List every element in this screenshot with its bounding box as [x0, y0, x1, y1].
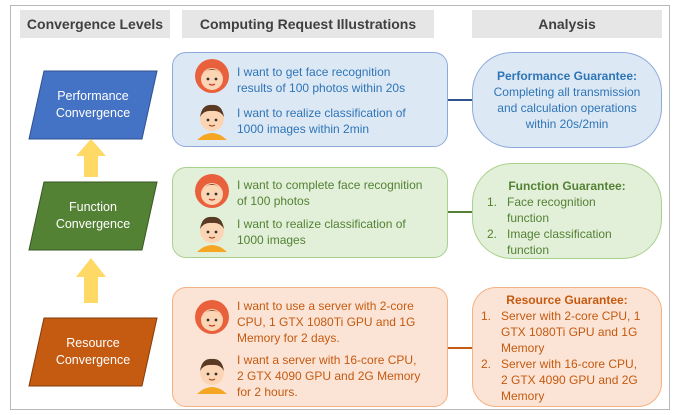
resource-req2-line3: for 2 hours.: [237, 385, 298, 399]
function-item-num: 1.: [487, 195, 498, 209]
up-arrow-icon: [76, 258, 106, 303]
resource-guarantee-item: 1. Server with 2-core CPU, 1 GTX 1080Ti G…: [481, 308, 647, 356]
resource-guarantee-item: 2. Server with 16-core CPU, 2 GTX 4090 GP…: [481, 356, 647, 404]
level-performance-line1: Performance: [57, 89, 129, 103]
performance-guarantee-line1: Completing all transmission: [493, 85, 641, 99]
girl-avatar-icon: [195, 59, 229, 93]
resource-guarantee-title: Resource Guarantee:: [506, 293, 628, 307]
resource-parallelogram: [28, 317, 158, 387]
level-resource-line2: Convergence: [55, 353, 131, 367]
performance-connector: [448, 99, 472, 101]
resource-analysis: Resource Guarantee: 1. Server with 2-core…: [472, 287, 662, 407]
resource-item-text: Server with 16-core CPU, 2 GTX 4090 GPU …: [501, 357, 638, 403]
performance-req1-line1: I want to get face recognition: [237, 65, 391, 79]
performance-request-box: I want to get face recognition results of…: [172, 52, 448, 147]
resource-req2-line1: I want a server with 16-core CPU,: [237, 353, 417, 367]
header-analysis: Analysis: [472, 10, 662, 38]
header-convergence-levels: Convergence Levels: [20, 10, 170, 38]
up-arrow-icon: [76, 139, 106, 177]
function-request-box: I want to complete face recognition of 10…: [172, 167, 448, 258]
function-guarantee-title: Function Guarantee:: [508, 179, 626, 193]
performance-req2-line1: I want to realize classification of: [237, 106, 406, 120]
performance-req1-line2: results of 100 photos within 20s: [237, 81, 406, 95]
function-req2-line2: 1000 images: [237, 233, 306, 247]
performance-parallelogram: [28, 70, 158, 140]
resource-req1-line1: I want to use a server with 2-core: [237, 299, 414, 313]
function-req1-line1: I want to complete face recognition: [237, 178, 423, 192]
function-analysis: Function Guarantee: 1. Face recognition f…: [472, 163, 662, 259]
girl-avatar-icon: [195, 174, 229, 208]
performance-req2-line2: 1000 images within 2min: [237, 122, 370, 136]
function-req2-line1: I want to realize classification of: [237, 217, 406, 231]
header-computing-requests: Computing Request Illustrations: [182, 10, 434, 38]
resource-item-num: 2.: [481, 357, 492, 371]
performance-guarantee-line2: and calculation operations: [497, 101, 637, 115]
resource-req1-line3: Memory for 2 days.: [237, 331, 340, 345]
performance-analysis: Performance Guarantee: Completing all tr…: [472, 52, 662, 148]
resource-req2-line2: 2 GTX 4090 GPU and 2G Memory: [237, 369, 421, 383]
function-item-text: Face recognition function: [507, 195, 596, 225]
function-guarantee-item: 1. Face recognition function: [487, 194, 631, 226]
function-parallelogram: [28, 181, 158, 251]
girl-avatar-icon: [195, 300, 229, 334]
level-performance-line2: Convergence: [55, 106, 131, 120]
resource-req1-line2: CPU, 1 GTX 1080Ti GPU and 1G: [237, 315, 416, 329]
resource-item-num: 1.: [481, 309, 492, 323]
function-item-text: Image classification function: [507, 227, 612, 257]
boy-avatar-icon: [197, 216, 227, 252]
resource-connector: [448, 347, 472, 349]
resource-item-text: Server with 2-core CPU, 1 GTX 1080Ti GPU…: [501, 309, 641, 355]
function-item-num: 2.: [487, 227, 498, 241]
function-guarantee-item: 2. Image classification function: [487, 226, 631, 258]
level-function-line1: Function: [69, 200, 117, 214]
level-function-line2: Convergence: [55, 217, 131, 231]
performance-guarantee-line3: within 20s/2min: [525, 117, 609, 131]
boy-avatar-icon: [197, 358, 227, 394]
level-resource-line1: Resource: [66, 336, 120, 350]
function-connector: [448, 211, 472, 213]
performance-guarantee-title: Performance Guarantee:: [496, 69, 638, 83]
function-req1-line2: of 100 photos: [237, 194, 310, 208]
boy-avatar-icon: [197, 104, 227, 140]
